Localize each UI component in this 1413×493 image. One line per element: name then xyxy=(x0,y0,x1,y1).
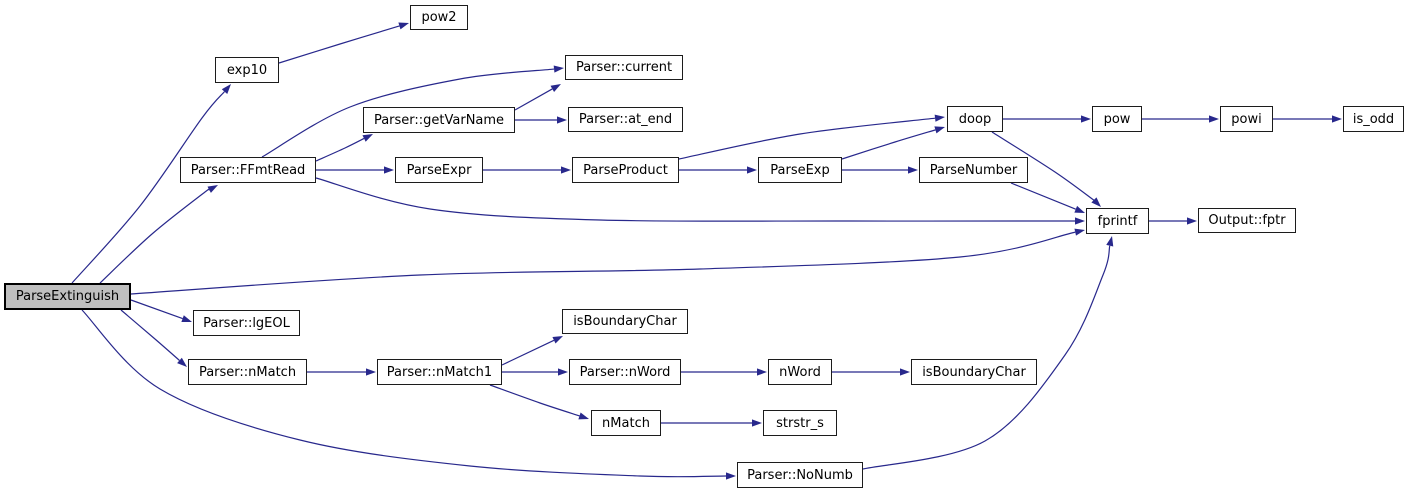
node-fprintf[interactable]: fprintf xyxy=(1086,208,1149,234)
arrowhead-getVarName-current xyxy=(550,84,561,93)
arrowhead-ffmtRead-fprintf xyxy=(1075,217,1085,225)
arrowhead-parseExtinguish-exp10 xyxy=(221,84,231,94)
edge-parseExtinguish-fprintf xyxy=(130,231,1076,295)
node-parseExp[interactable]: ParseExp xyxy=(758,157,842,183)
edge-noNumb-fprintf xyxy=(862,245,1111,470)
arrowhead-parseExpr-parseProduct xyxy=(561,166,571,174)
arrowhead-powi-is_odd xyxy=(1332,115,1342,123)
arrowhead-parseExtinguish-lgEOL xyxy=(181,315,192,322)
edge-getVarName-current xyxy=(514,88,553,111)
edge-exp10-pow2 xyxy=(278,25,400,64)
node-pow2[interactable]: pow2 xyxy=(410,5,468,30)
arrowhead-parseProduct-parseExp xyxy=(747,166,757,174)
arrowhead-noNumb-fprintf xyxy=(1106,236,1114,247)
arrowhead-ffmtRead-current xyxy=(553,65,564,73)
node-parseExpr[interactable]: ParseExpr xyxy=(395,157,483,183)
edge-parseProduct-doop xyxy=(678,117,936,160)
node-exp10[interactable]: exp10 xyxy=(215,57,279,83)
node-parseExtinguish: ParseExtinguish xyxy=(4,283,131,310)
edge-parseExtinguish-ffmtRead xyxy=(99,187,212,284)
edge-parseExtinguish-nMatchP xyxy=(120,309,180,361)
arrowhead-parseExp-parseNumber xyxy=(908,166,918,174)
node-at_end[interactable]: Parser::at_end xyxy=(568,107,683,132)
node-lgEOL[interactable]: Parser::lgEOL xyxy=(193,310,300,336)
arrowhead-parseExtinguish-noNumb xyxy=(726,472,736,480)
arrowhead-getVarName-at_end xyxy=(557,116,567,124)
arrowhead-parseExp-doop xyxy=(934,126,945,134)
edge-parseExtinguish-exp10 xyxy=(71,91,225,284)
edge-nMatch1-isBoundaryChar1 xyxy=(501,339,555,366)
node-strstr_s[interactable]: strstr_s xyxy=(763,410,837,436)
node-doop[interactable]: doop xyxy=(947,106,1003,132)
node-isBoundaryChar2[interactable]: isBoundaryChar xyxy=(911,359,1037,385)
edge-ffmtRead-fprintf xyxy=(315,177,1076,222)
arrowhead-parseExtinguish-ffmtRead xyxy=(207,185,218,193)
node-parseProduct[interactable]: ParseProduct xyxy=(572,157,679,183)
arrowhead-fprintf-outputFptr xyxy=(1187,217,1197,225)
edge-parseExtinguish-lgEOL xyxy=(130,299,183,320)
arrowhead-parseNumber-fprintf xyxy=(1074,205,1085,213)
node-outputFptr[interactable]: Output::fptr xyxy=(1198,208,1296,233)
node-ffmtRead[interactable]: Parser::FFmtRead xyxy=(180,157,316,183)
arrowhead-nMatchF-strstr_s xyxy=(752,419,762,427)
arrowhead-nMatchP-nMatch1 xyxy=(366,368,376,376)
arrowhead-nWord-isBoundaryChar2 xyxy=(900,368,910,376)
node-nMatchP[interactable]: Parser::nMatch xyxy=(188,359,307,385)
edge-nMatch1-nMatchF xyxy=(489,384,580,417)
arrowhead-doop-pow xyxy=(1081,115,1091,123)
node-isBoundaryChar1[interactable]: isBoundaryChar xyxy=(562,309,688,334)
arrowhead-exp10-pow2 xyxy=(398,22,409,30)
node-current[interactable]: Parser::current xyxy=(565,55,683,80)
node-parseNumber[interactable]: ParseNumber xyxy=(919,157,1028,183)
arrowhead-ffmtRead-getVarName xyxy=(362,134,373,142)
arrowhead-ffmtRead-parseExpr xyxy=(384,166,394,174)
edge-parseExtinguish-noNumb xyxy=(81,309,727,478)
node-is_odd[interactable]: is_odd xyxy=(1343,106,1404,132)
arrowhead-doop-fprintf xyxy=(1091,197,1101,207)
edge-parseNumber-fprintf xyxy=(1010,182,1076,210)
arrowhead-parseExtinguish-fprintf xyxy=(1074,228,1085,236)
arrowhead-nMatch1-isBoundaryChar1 xyxy=(552,336,563,344)
edge-ffmtRead-current xyxy=(261,68,555,158)
arrowhead-parseExtinguish-nMatchP xyxy=(177,357,187,367)
node-nMatchF[interactable]: nMatch xyxy=(591,410,661,436)
node-pow[interactable]: pow xyxy=(1092,106,1142,132)
node-nWordP[interactable]: Parser::nWord xyxy=(569,359,681,385)
node-getVarName[interactable]: Parser::getVarName xyxy=(363,107,515,133)
node-noNumb[interactable]: Parser::NoNumb xyxy=(737,462,863,488)
arrowhead-nMatch1-nMatchF xyxy=(578,412,589,420)
arrowhead-nMatch1-nWordP xyxy=(558,368,568,376)
node-nMatch1[interactable]: Parser::nMatch1 xyxy=(377,359,502,385)
edge-parseExp-doop xyxy=(841,129,936,160)
node-nWord[interactable]: nWord xyxy=(768,359,832,385)
arrowhead-parseProduct-doop xyxy=(934,114,945,122)
edge-ffmtRead-getVarName xyxy=(315,137,365,162)
node-powi[interactable]: powi xyxy=(1220,106,1273,132)
arrowhead-nWordP-nWord xyxy=(757,368,767,376)
arrowhead-pow-powi xyxy=(1209,115,1219,123)
